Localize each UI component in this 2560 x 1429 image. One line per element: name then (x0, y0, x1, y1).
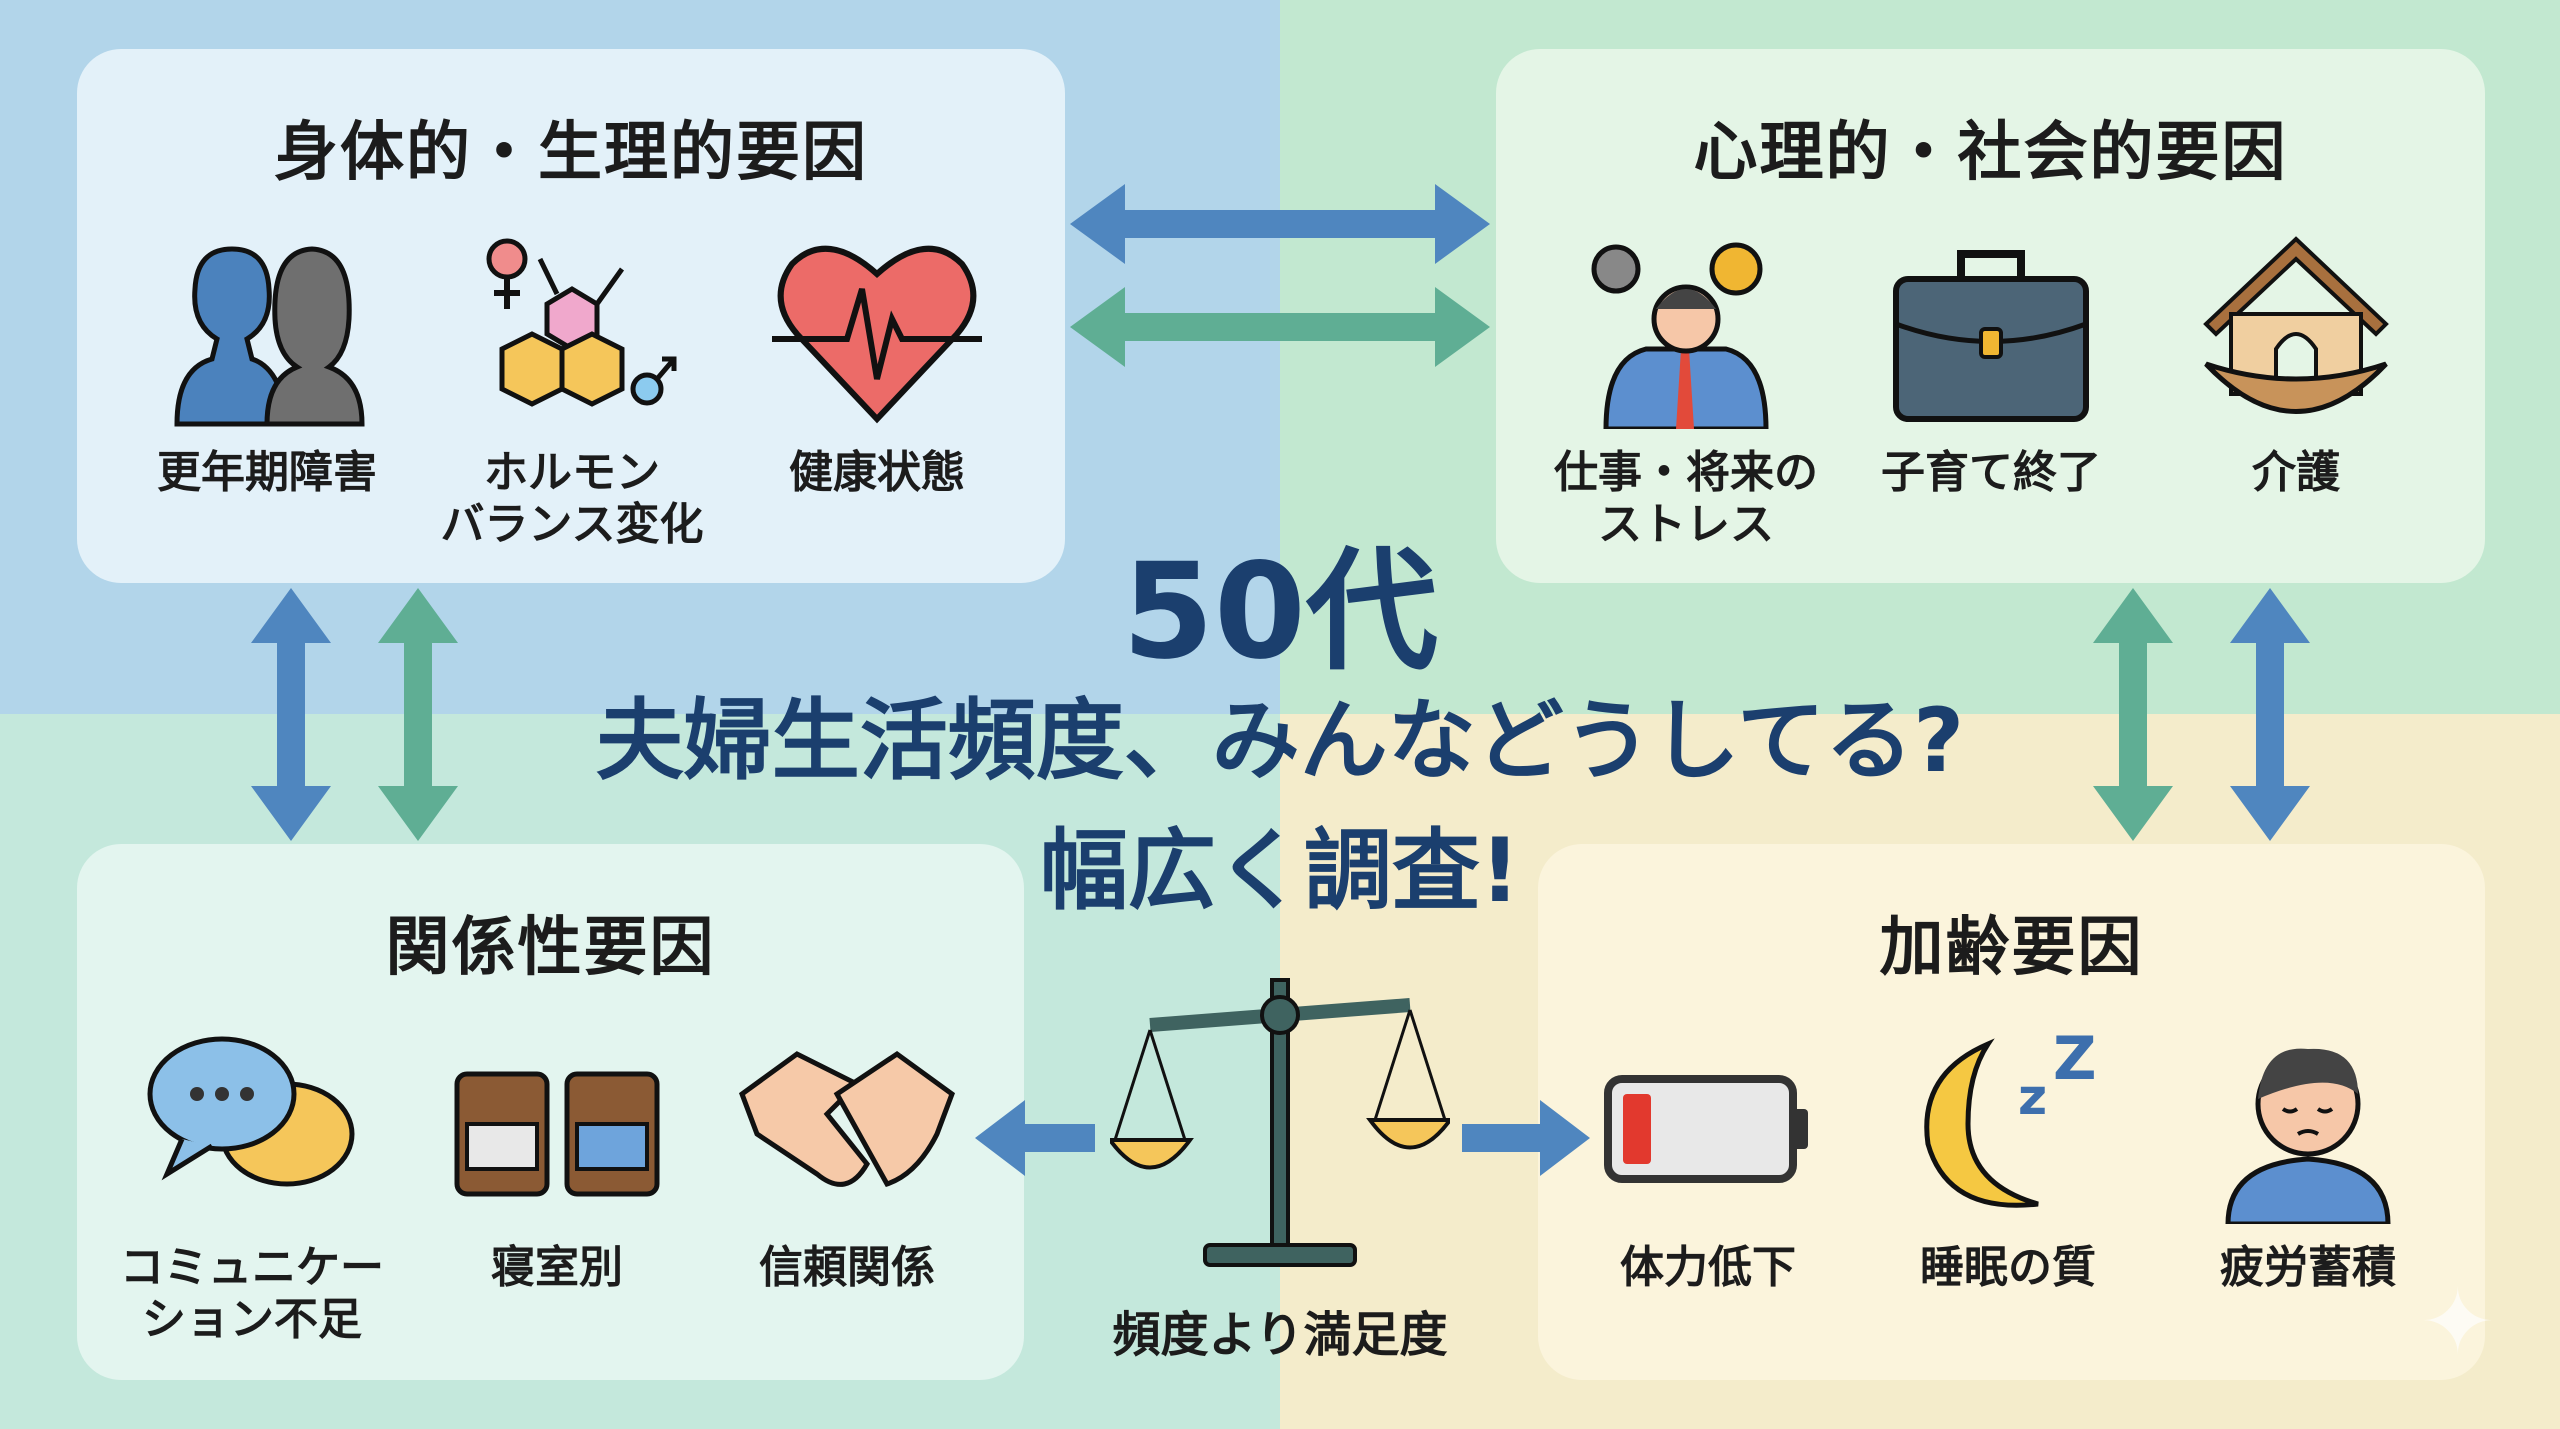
handshake-icon (738, 1050, 956, 1188)
item-health: 健康状態 (727, 229, 1027, 499)
item-separate-bedrooms: 寝室別 (407, 1024, 707, 1294)
title-line3: 幅広く調査! (1039, 819, 1521, 922)
balance-label: 頻度より満足度 (1112, 1307, 1448, 1363)
briefcase-icon (1893, 250, 2089, 422)
item-label: 仕事・将来の ストレス (1554, 447, 1818, 550)
double-arrow-left-blue (251, 588, 331, 841)
svg-text:z: z (2018, 1068, 2047, 1126)
double-arrow-right-green (2093, 588, 2173, 841)
item-stamina-decline: 体力低下 (1558, 1024, 1858, 1294)
separate-beds-icon (454, 1071, 660, 1197)
card-psych-social-factors: 心理的・社会的要因 仕事・将来の ストレス 子育て終了 介護 (1496, 49, 2485, 583)
arrow-to-aging (1462, 1100, 1590, 1176)
title-line2: 夫婦生活頻度、みんなどうしてる? (595, 689, 1965, 792)
item-menopause: 更年期障害 (117, 229, 417, 499)
item-label: 信頼関係 (759, 1242, 935, 1293)
double-arrow-top-green (1070, 287, 1490, 367)
title-age: 50代 (1122, 535, 1438, 689)
hormone-molecule-icon (486, 238, 677, 407)
card-title: 身体的・生理的要因 (274, 116, 868, 190)
item-label: 体力低下 (1620, 1242, 1796, 1293)
item-work-stress: 仕事・将来の ストレス (1536, 229, 1836, 551)
moon-sleep-icon: zZ (1924, 1024, 2097, 1208)
stressed-man-icon (1591, 242, 1769, 429)
item-hormone: ホルモン バランス変化 (422, 229, 722, 551)
item-label: 健康状態 (789, 447, 965, 498)
item-label: 寝室別 (491, 1242, 623, 1293)
sparkle-icon: ✦ (2420, 1270, 2496, 1375)
item-label: 介護 (2252, 447, 2340, 498)
heart-pulse-icon (772, 245, 982, 424)
item-label: ホルモン バランス変化 (440, 447, 704, 550)
item-communication: コミュニケー ション不足 (102, 1024, 402, 1346)
card-relationship-factors: 関係性要因 コミュニケー ション不足 寝室別 信頼関係 (77, 844, 1024, 1380)
item-label: コミュニケー ション不足 (120, 1242, 384, 1345)
item-child-rearing-end: 子育て終了 (1841, 229, 2141, 499)
card-title: 加齢要因 (1879, 911, 2144, 985)
house-nest-icon (2203, 236, 2389, 414)
item-fatigue: 疲労蓄積 (2158, 1024, 2458, 1294)
svg-text:Z: Z (2053, 1024, 2097, 1094)
balance-scale-icon (1110, 978, 1450, 1267)
couple-silhouette-icon (174, 246, 365, 427)
card-title: 関係性要因 (385, 911, 716, 985)
tired-person-icon (2225, 1048, 2391, 1224)
item-nursing-care: 介護 (2146, 229, 2446, 499)
double-arrow-top-blue (1070, 184, 1490, 264)
card-physical-factors: 身体的・生理的要因 更年期障害 ホルモン バランス変化 健康状態 (77, 49, 1065, 583)
item-label: 睡眠の質 (1920, 1242, 2096, 1293)
item-trust: 信頼関係 (697, 1024, 997, 1294)
card-title: 心理的・社会的要因 (1693, 116, 2288, 190)
double-arrow-left-green (378, 588, 458, 841)
chat-bubbles-icon (147, 1036, 355, 1187)
arrow-to-relationship (975, 1100, 1095, 1176)
low-battery-icon (1604, 1075, 1808, 1183)
item-label: 更年期障害 (157, 447, 377, 498)
item-label: 疲労蓄積 (2220, 1242, 2396, 1293)
double-arrow-right-blue (2230, 588, 2310, 841)
item-label: 子育て終了 (1881, 447, 2101, 498)
